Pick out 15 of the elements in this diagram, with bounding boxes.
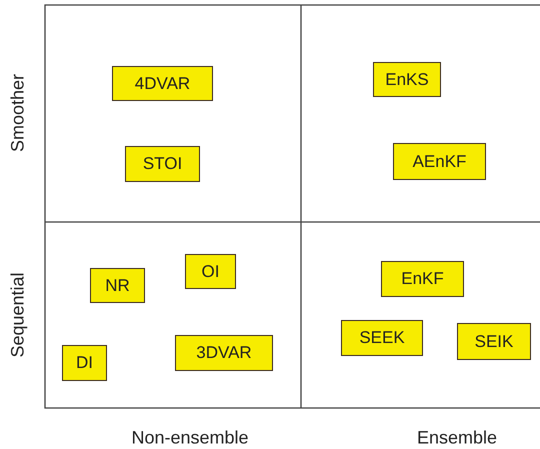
axis-label: Sequential [8,272,28,358]
method-box: OI [185,254,236,289]
method-box: AEnKF [393,143,486,180]
method-box: DI [62,345,107,381]
method-box: EnKS [373,62,441,97]
method-box: SEIK [457,323,531,360]
method-box: NR [90,268,145,303]
method-box: 4DVAR [112,66,213,101]
method-box: 3DVAR [175,335,273,371]
method-box: STOI [125,146,200,182]
axis-label: Non-ensemble [131,428,249,448]
axis-label: Smoother [8,74,28,152]
method-box: EnKF [381,261,464,297]
method-box: SEEK [341,320,423,356]
axis-label: Ensemble [416,428,498,448]
